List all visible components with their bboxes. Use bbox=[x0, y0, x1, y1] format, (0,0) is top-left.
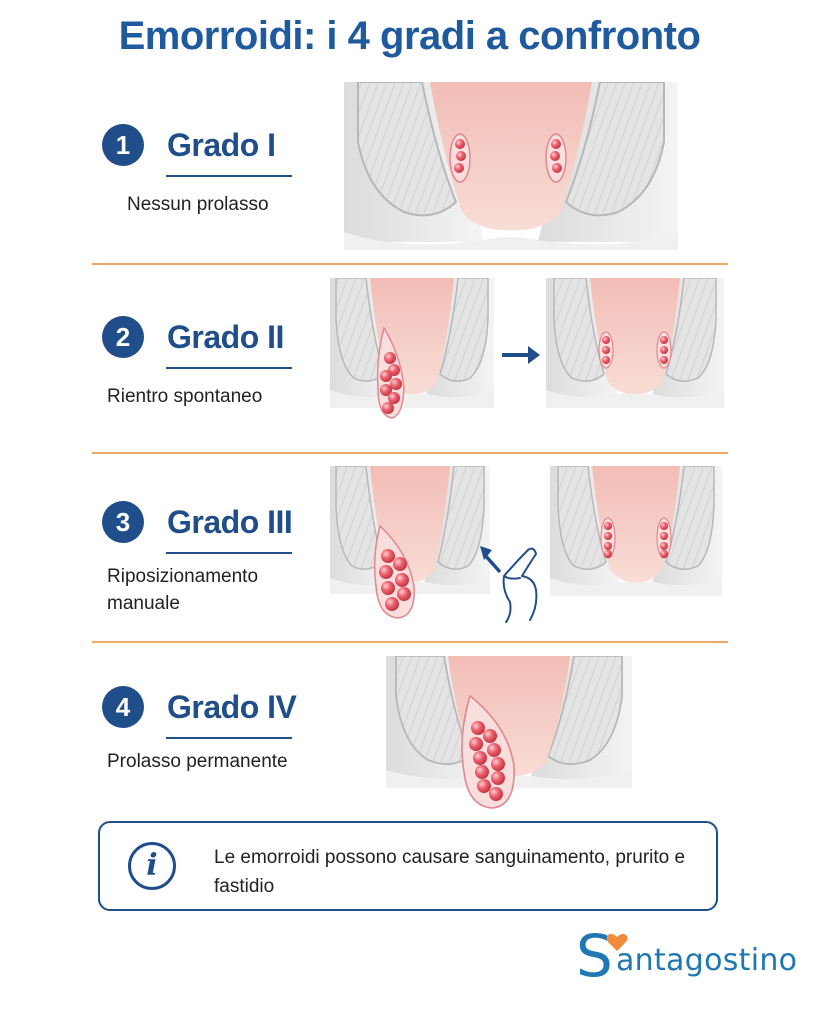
grade-1-underline bbox=[166, 175, 292, 177]
page-title: Emorroidi: i 4 gradi a confronto bbox=[118, 14, 701, 58]
info-icon: i bbox=[128, 842, 176, 890]
grade-2-retracted-illustration bbox=[546, 278, 724, 408]
arrow-right-icon bbox=[502, 346, 540, 364]
logo-wordmark: antagostino bbox=[616, 943, 798, 978]
grade-1-illustration bbox=[344, 82, 678, 250]
grade-3-hemorrhoid-left-internal bbox=[600, 517, 616, 559]
grade-3-number-badge: 3 bbox=[102, 501, 144, 543]
grade-2-underline bbox=[166, 367, 292, 369]
grade-1-hemorrhoid-right bbox=[545, 133, 567, 183]
grade-4-description: Prolasso permanente bbox=[107, 751, 288, 772]
grade-1-description: Nessun prolasso bbox=[127, 194, 269, 215]
grade-3-title: Grado III bbox=[167, 504, 293, 540]
grade-1-hemorrhoid-left bbox=[449, 133, 471, 183]
logo-first-letter: S bbox=[576, 922, 613, 990]
section-divider bbox=[92, 641, 728, 643]
section-divider bbox=[92, 452, 728, 454]
grade-3-description: Riposizionamento manuale bbox=[107, 566, 259, 614]
grade-2-hemorrhoid-left-internal bbox=[598, 331, 614, 369]
grade-4-hemorrhoid-prolapsed bbox=[461, 694, 515, 809]
grade-4-number-badge: 4 bbox=[102, 686, 144, 728]
grade-2-hemorrhoid-prolapsed bbox=[376, 326, 405, 419]
section-divider bbox=[92, 263, 728, 265]
grade-3-prolapse-illustration bbox=[330, 466, 490, 619]
grade-2-description: Rientro spontaneo bbox=[107, 386, 263, 407]
grade-2-hemorrhoid-right-internal bbox=[656, 331, 672, 369]
santagostino-logo: S antagostino bbox=[576, 922, 808, 990]
grade-1-title: Grado I bbox=[167, 127, 276, 163]
info-box: i Le emorroidi possono causare sanguinam… bbox=[98, 821, 718, 911]
grade-3-hemorrhoid-right-internal bbox=[656, 517, 672, 559]
heart-icon bbox=[606, 933, 628, 951]
grade-2-title: Grado II bbox=[167, 319, 284, 355]
hand-push-icon bbox=[480, 546, 538, 623]
grade-2-prolapse-illustration bbox=[330, 278, 494, 419]
grade-3-reduced-illustration bbox=[550, 466, 722, 596]
grade-2-number-badge: 2 bbox=[102, 316, 144, 358]
grade-4-illustration bbox=[386, 656, 632, 809]
grade-4-underline bbox=[166, 737, 292, 739]
grade-3-underline bbox=[166, 552, 292, 554]
info-text: Le emorroidi possono causare sanguinamen… bbox=[214, 847, 686, 897]
grade-1-number-badge: 1 bbox=[102, 124, 144, 166]
grade-4-title: Grado IV bbox=[167, 689, 297, 725]
grade-3-hemorrhoid-prolapsed bbox=[373, 524, 415, 619]
